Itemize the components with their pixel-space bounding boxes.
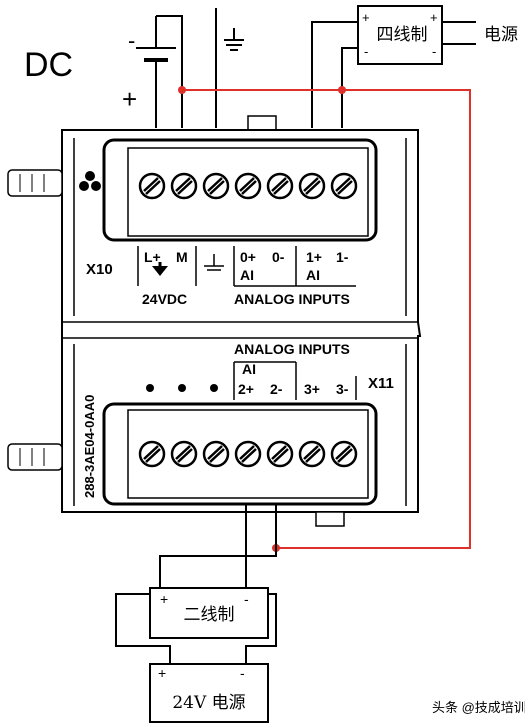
arrow-down-icon <box>152 266 168 276</box>
terminal-screw <box>298 172 326 200</box>
terminal-m: M <box>176 249 188 265</box>
four-wire-left-plus: + <box>362 10 370 25</box>
terminal-screw <box>266 172 294 200</box>
terminal-screw <box>138 172 166 200</box>
terminal-screw <box>170 440 198 468</box>
two-wire-label: 二线制 <box>184 605 235 625</box>
terminal-screw <box>330 440 358 468</box>
terminal-3plus: 3+ <box>304 381 320 397</box>
terminal-screw <box>234 172 262 200</box>
terminal-screw <box>138 440 166 468</box>
watermark-text: 头条 @技成培训 <box>432 700 525 715</box>
unused-terminal-dot <box>146 384 154 392</box>
x11-connector-label: X11 <box>368 375 394 392</box>
ground-symbol <box>215 8 244 128</box>
terminal-0plus: 0+ <box>240 249 256 265</box>
terminal-1plus: 1+ <box>306 249 322 265</box>
terminal-screw <box>330 172 358 200</box>
unused-terminal-dot <box>178 384 186 392</box>
dc-plus-sign: + <box>122 84 137 114</box>
terminal-screw <box>202 172 230 200</box>
four-wire-right-minus: - <box>432 44 436 59</box>
terminal-0minus: 0- <box>272 249 285 265</box>
x10-connector-label: X10 <box>86 261 113 278</box>
ai-label-b: AI <box>306 267 320 283</box>
four-wire-label: 四线制 <box>377 25 428 45</box>
four-wire-supply-label: 电源 <box>484 25 518 45</box>
part-number: 288-3AE04-0AA0 <box>82 395 97 498</box>
two-wire-minus: - <box>244 591 249 607</box>
dc-supply-symbol: DC - + <box>24 16 176 120</box>
four-wire-transmitter: 四线制 + - + - <box>357 5 443 65</box>
ai-label-c: AI <box>242 361 256 377</box>
terminal-screw <box>202 440 230 468</box>
terminal-lplus: L+ <box>144 249 161 265</box>
terminal-screw <box>266 440 294 468</box>
dc-label: DC <box>24 46 73 84</box>
supply-plus: + <box>158 665 166 681</box>
signal-wire <box>178 86 471 552</box>
terminal-screw <box>298 440 326 468</box>
ai-label-a: AI <box>240 267 254 283</box>
supply-24v: 24V 电源 + - <box>149 663 269 723</box>
supply-minus: - <box>240 665 245 681</box>
terminal-screw <box>234 440 262 468</box>
dc-minus-sign: - <box>128 28 135 53</box>
unused-terminal-dot <box>210 384 218 392</box>
top-terminal-labels: X10 L+ M 0+ 0- 1+ 1- AI AI 24VDC ANALOG … <box>86 246 356 307</box>
terminal-2plus: 2+ <box>238 381 254 397</box>
top-analog-caption: ANALOG INPUTS <box>234 291 350 307</box>
bottom-terminal-labels: ANALOG INPUTS AI 2+ 2- 3+ 3- X11 <box>146 341 394 400</box>
bottom-analog-caption: ANALOG INPUTS <box>234 341 350 357</box>
terminal-1minus: 1- <box>336 249 349 265</box>
four-wire-right-plus: + <box>430 10 438 25</box>
voltage-caption: 24VDC <box>142 291 187 307</box>
two-wire-plus: + <box>160 591 168 607</box>
four-wire-left-minus: - <box>364 44 368 59</box>
ground-terminal-icon <box>204 254 224 271</box>
terminal-2minus: 2- <box>270 381 283 397</box>
terminal-3minus: 3- <box>336 381 349 397</box>
terminal-screw <box>170 172 198 200</box>
two-wire-transmitter: 二线制 + - <box>149 587 269 639</box>
supply-24v-label: 24V 电源 <box>172 693 245 713</box>
